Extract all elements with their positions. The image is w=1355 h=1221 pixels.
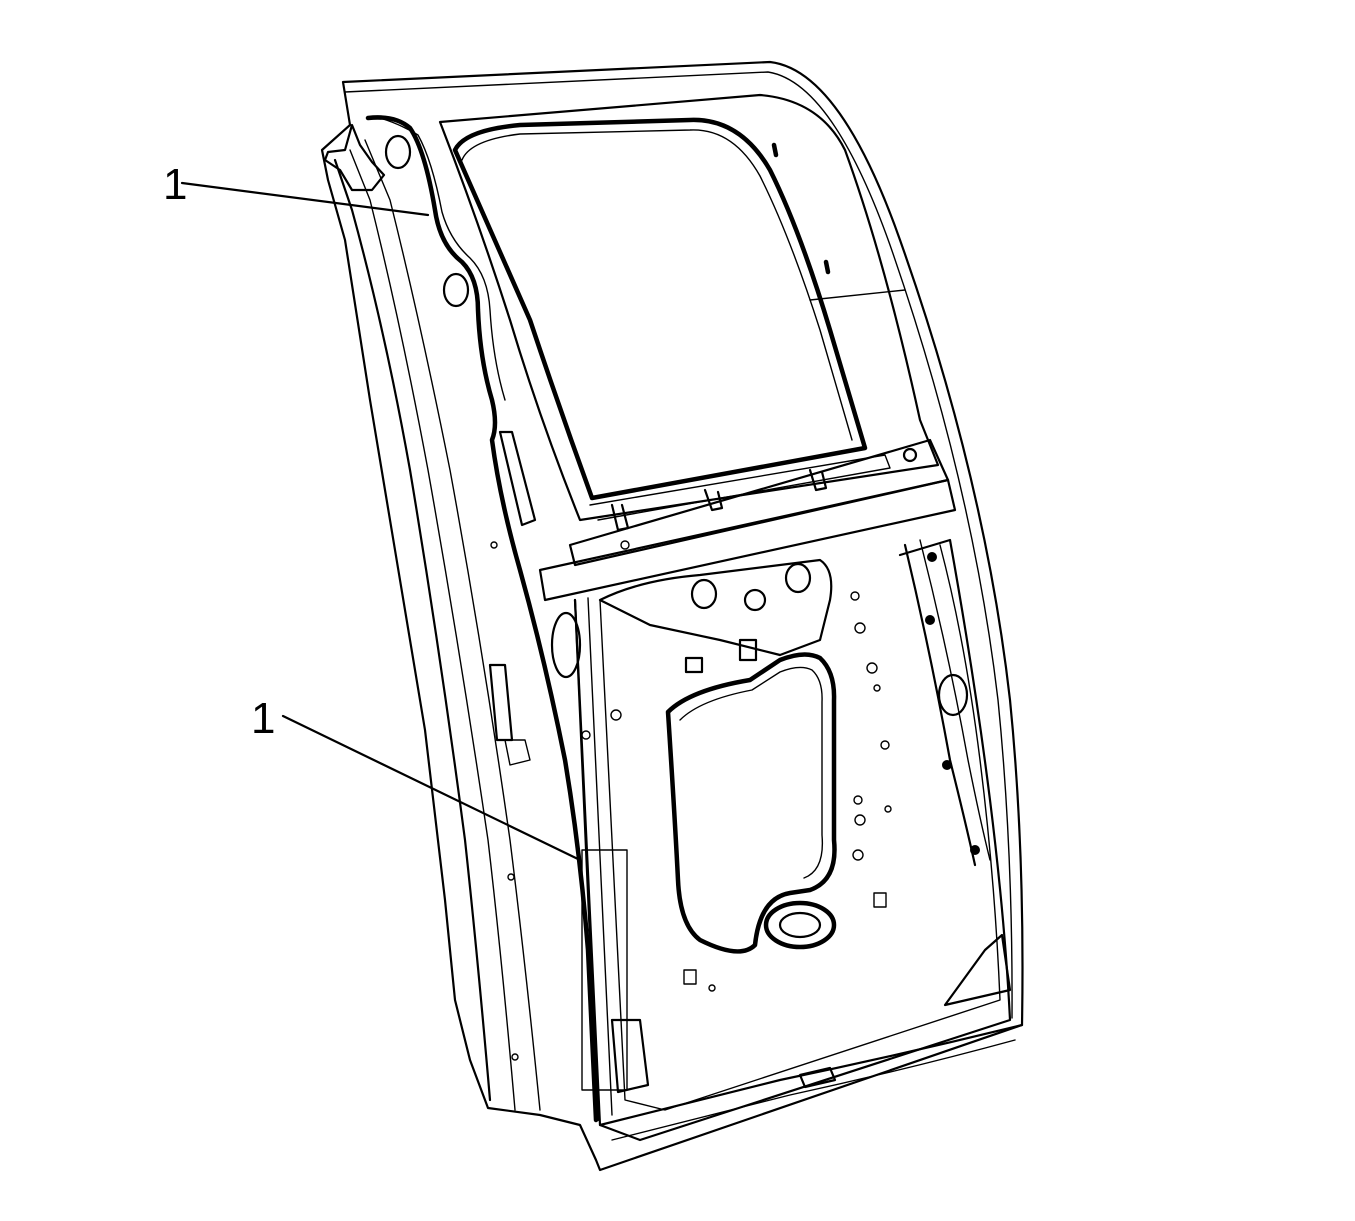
lower-channel-left: [573, 598, 600, 1122]
lower-channel-block: [581, 849, 628, 1091]
lower-right-recess: [943, 933, 1012, 1007]
rear-bolt-2: [925, 615, 935, 625]
rear-bolt-1: [927, 552, 937, 562]
callout-label-upper: 1: [163, 160, 188, 209]
window-glass-opening: [452, 117, 868, 501]
callout-label-lower: 1: [251, 694, 276, 743]
bottom-drain: [798, 1066, 837, 1089]
pillar-outer-strip: [333, 158, 492, 1102]
panel-hole: [866, 662, 878, 674]
latch-clip-2: [738, 638, 758, 662]
panel-hole: [852, 849, 864, 861]
access-hole: [665, 652, 837, 954]
panel-hole: [880, 740, 890, 750]
lower-left-pocket: [610, 1018, 650, 1094]
panel-hole: [708, 984, 716, 992]
panel-slot: [683, 969, 697, 985]
rear-edge-channel: [903, 543, 977, 867]
door-outer-edge-inner: [344, 71, 1013, 1019]
mechanism-hole-2: [784, 562, 812, 594]
latch-clip-1: [684, 656, 704, 674]
lower-channel-slot: [550, 611, 582, 679]
window-frame-inner: [461, 129, 853, 441]
leader-line-lower: [281, 714, 582, 862]
window-frame-divider: [809, 289, 906, 301]
belt-rail-upper: [568, 438, 950, 567]
panel-hole: [884, 805, 892, 813]
door-outer-edge: [320, 60, 1024, 1172]
pillar-hole-upper: [384, 134, 412, 170]
latch-pivot: [743, 588, 767, 612]
rear-edge-hole: [937, 673, 969, 717]
outer-trim-block: [504, 739, 531, 766]
seal-strip-inner: [379, 117, 506, 401]
belt-rail-lip: [589, 454, 891, 521]
lower-channel-left-2: [587, 597, 613, 1116]
rear-bolt-3: [942, 760, 952, 770]
panel-hole: [490, 541, 498, 549]
pillar-inner-strip: [364, 139, 541, 1111]
pillar-mid-strip: [349, 149, 516, 1111]
access-hole-inner: [679, 666, 824, 879]
panel-hole: [854, 622, 866, 634]
bottom-sill: [598, 1023, 1024, 1127]
inner-panel-outline: [573, 538, 1012, 1142]
window-mark-1: [771, 142, 779, 158]
panel-hole: [850, 591, 860, 601]
leader-line-upper: [180, 181, 430, 217]
window-mark-2: [823, 259, 831, 275]
panel-hole: [854, 814, 866, 826]
pillar-slot: [498, 430, 537, 527]
mechanism-hole-1: [690, 578, 718, 610]
inner-panel-recess: [599, 544, 1001, 1111]
speaker-pocket-inner: [778, 911, 822, 939]
window-frame-outer: [438, 93, 940, 522]
panel-hole: [853, 795, 863, 805]
speaker-pocket: [763, 900, 837, 950]
belt-clip-1: [703, 488, 724, 512]
pillar-hole-mid: [442, 272, 470, 308]
panel-hole: [873, 684, 881, 692]
bottom-sill-lip: [611, 1039, 1016, 1141]
mechanism-bracket: [598, 558, 833, 657]
belt-clip-2: [808, 468, 828, 492]
panel-hole: [610, 709, 622, 721]
panel-slot: [873, 892, 887, 908]
rear-edge-channel-2: [919, 539, 991, 861]
panel-hole: [620, 540, 630, 550]
pillar-upper-bracket: [323, 123, 386, 192]
belt-clip-3: [610, 503, 630, 532]
rear-bolt-4: [970, 845, 980, 855]
panel-hole: [581, 730, 591, 740]
belt-bolt: [902, 447, 918, 463]
panel-hole: [511, 1053, 519, 1061]
panel-hole: [507, 873, 515, 881]
seal-strip: [365, 115, 599, 1123]
